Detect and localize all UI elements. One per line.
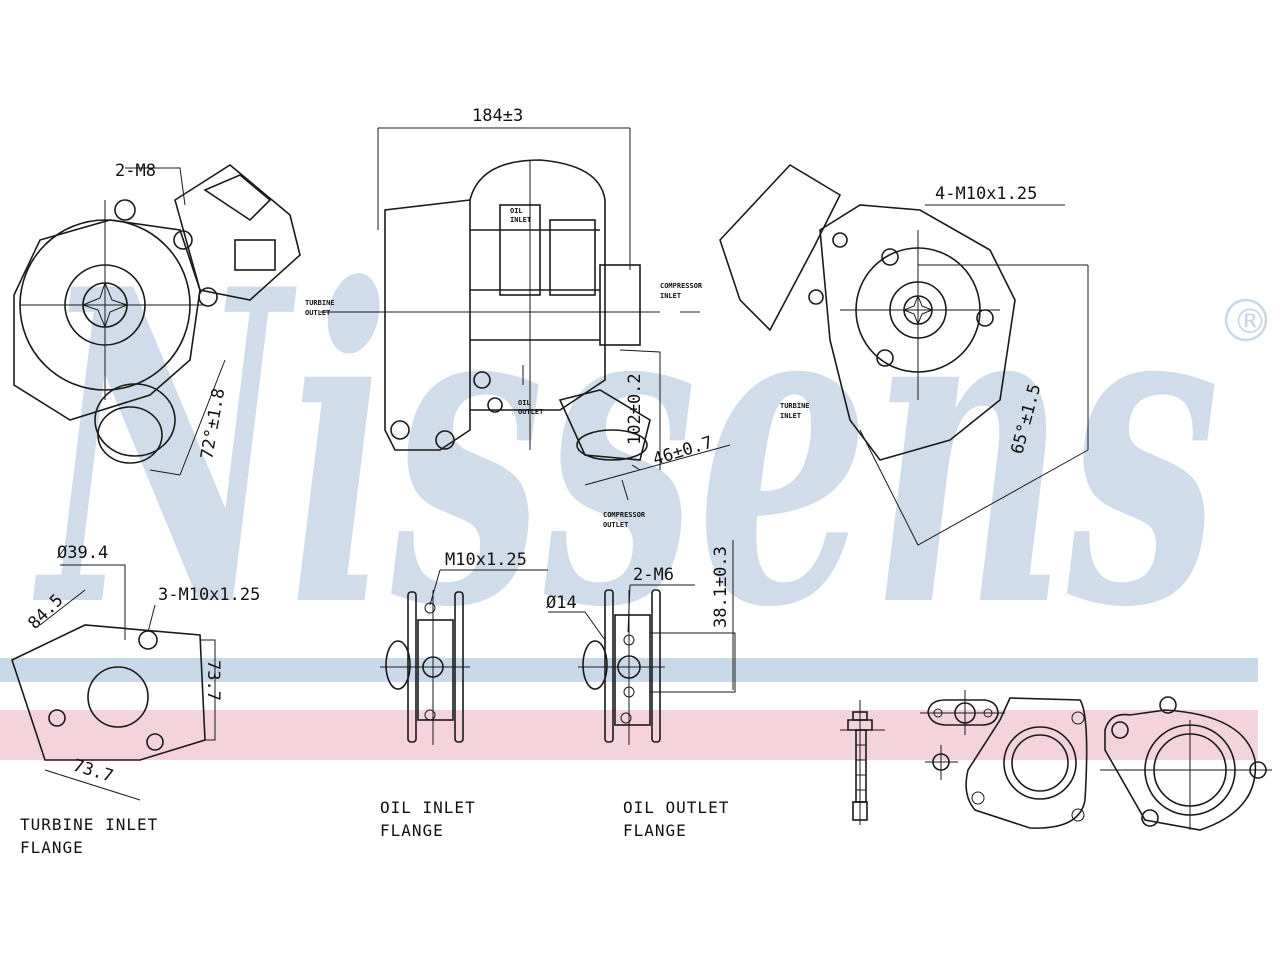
caption-oil-inlet-1: OIL INLET <box>380 798 476 817</box>
watermark: Nissens ® <box>0 197 1268 760</box>
bolt-part <box>840 700 885 825</box>
label-oil-inlet-small-1: OIL <box>510 207 523 215</box>
turbo-left-view: 2-M8 72°±1.8 <box>13 161 301 476</box>
label-dia-14: Ø14 <box>546 593 577 613</box>
label-compressor-inlet-1: COMPRESSOR <box>660 282 703 290</box>
oil-inlet-flange: M10x1.25 OIL INLET FLANGE <box>380 550 548 840</box>
caption-oil-inlet-2: FLANGE <box>380 821 444 840</box>
label-dim-102: 102±0.2 <box>625 373 645 445</box>
turbine-gasket-1 <box>965 697 1088 829</box>
label-turbine-inlet-small-2: INLET <box>780 412 801 420</box>
label-oil-in-thread: M10x1.25 <box>445 550 527 570</box>
caption-oil-outlet-2: FLANGE <box>623 821 687 840</box>
oil-outlet-flange: 2-M6 Ø14 38.1±0.3 OIL OUTLET FLANGE <box>546 540 736 840</box>
label-turbine-outlet-2: OUTLET <box>305 309 330 317</box>
caption-turbine-inlet-2: FLANGE <box>20 838 84 857</box>
label-turbine-outlet-1: TURBINE <box>305 299 335 307</box>
label-oil-out-bolts: 2-M6 <box>633 565 674 585</box>
label-4-m10: 4-M10x1.25 <box>935 184 1037 204</box>
label-3-m10: 3-M10x1.25 <box>158 585 260 605</box>
label-compressor-outlet-2: OUTLET <box>603 521 628 529</box>
registered-mark: ® <box>1233 302 1267 342</box>
caption-oil-outlet-1: OIL OUTLET <box>623 798 729 817</box>
label-oil-outlet-small-2: OUTLET <box>518 408 543 416</box>
caption-turbine-inlet-1: TURBINE INLET <box>20 815 158 834</box>
watermark-logo: Nissens <box>32 197 1220 702</box>
label-compressor-inlet-2: INLET <box>660 292 681 300</box>
label-turbine-inlet-small-1: TURBINE <box>780 402 810 410</box>
turbine-gasket-2 <box>1100 696 1272 831</box>
oil-gasket <box>920 690 1005 780</box>
label-overall-width: 184±3 <box>472 106 523 126</box>
label-dim-381: 38.1±0.3 <box>711 546 731 628</box>
label-oil-outlet-small-1: OIL <box>518 399 531 407</box>
label-2-m8: 2-M8 <box>115 161 156 181</box>
registered-circle <box>1224 298 1268 342</box>
label-dim-737-v: 73.7 <box>203 660 223 701</box>
label-oil-inlet-small-2: INLET <box>510 216 531 224</box>
label-dia-39: Ø39.4 <box>57 543 108 563</box>
label-compressor-outlet-1: COMPRESSOR <box>603 511 646 519</box>
accessory-kit <box>840 690 1272 831</box>
